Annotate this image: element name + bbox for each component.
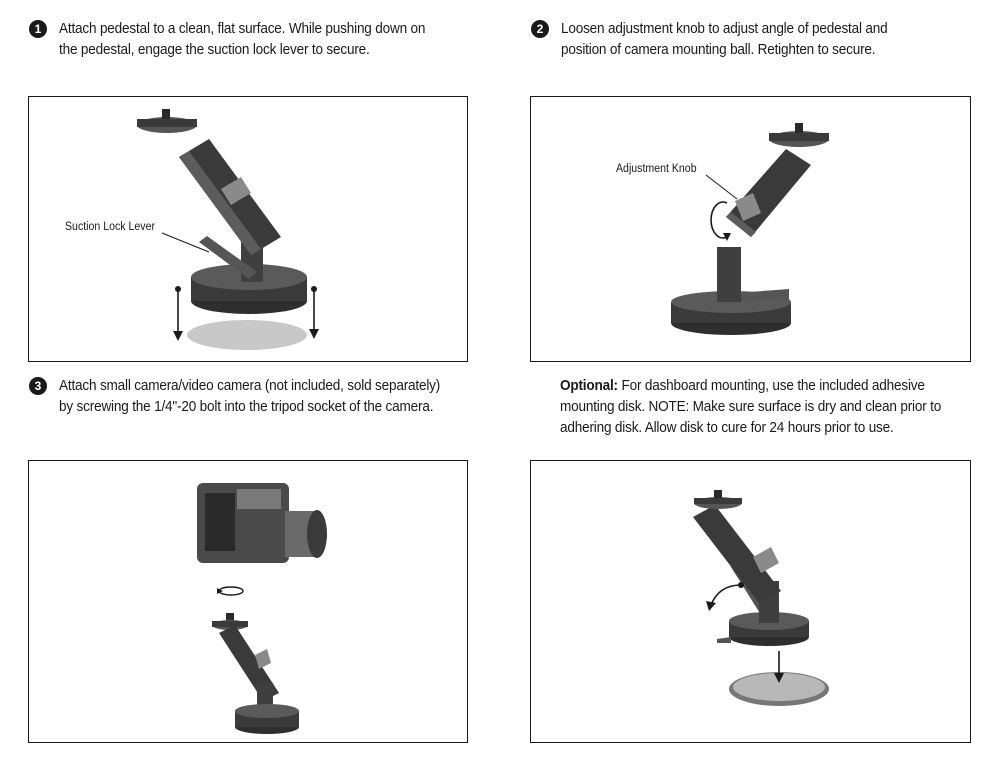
panel-step-3-illustration (28, 460, 468, 743)
step-2-number-badge: 2 (531, 20, 549, 38)
optional-adhesive-disk-illustration (693, 490, 829, 706)
step-2-line-1: Loosen adjustment knob to adjust angle o… (561, 21, 888, 37)
panel-optional-illustration (530, 460, 971, 743)
step-3-line-2: by screwing the 1/4"-20 bolt into the tr… (59, 399, 434, 415)
step-1-line-1: Attach pedestal to a clean, flat surface… (59, 21, 426, 37)
step-1-number-badge: 1 (29, 20, 47, 38)
optional-line-1-text: For dashboard mounting, use the included… (617, 378, 925, 394)
optional-label: Optional: (560, 378, 618, 394)
step-3-line-1: Attach small camera/video camera (not in… (59, 378, 441, 394)
optional-line-1: Optional: For dashboard mounting, use th… (560, 376, 969, 397)
step-3-number-badge: 3 (29, 377, 47, 395)
step-1-text: Attach pedestal to a clean, flat surface… (59, 19, 425, 61)
optional-line-3: adhering disk. Allow disk to cure for 24… (560, 420, 894, 436)
panel-step-2-illustration: Adjustment Knob (530, 96, 971, 362)
step-1-line-2: the pedestal, engage the suction lock le… (59, 42, 370, 58)
step-1-instruction: 1 Attach pedestal to a clean, flat surfa… (29, 19, 479, 63)
step-2-pedestal-illustration (671, 123, 829, 335)
step-2-instruction: 2 Loosen adjustment knob to adjust angle… (531, 19, 971, 63)
step-2-line-2: position of camera mounting ball. Retigh… (561, 42, 876, 58)
step-3-text: Attach small camera/video camera (not in… (59, 376, 440, 418)
panel-step-1-illustration: Suction Lock Lever (28, 96, 468, 362)
optional-instruction: Optional: For dashboard mounting, use th… (560, 376, 969, 439)
step-3-instruction: 3 Attach small camera/video camera (not … (29, 376, 489, 420)
optional-line-2: mounting disk. NOTE: Make sure surface i… (560, 399, 942, 415)
adjustment-knob-callout: Adjustment Knob (616, 163, 697, 175)
step-1-pedestal-illustration (137, 109, 319, 350)
step-3-camera-illustration (197, 483, 327, 734)
suction-lock-lever-callout: Suction Lock Lever (65, 221, 155, 233)
step-2-text: Loosen adjustment knob to adjust angle o… (561, 19, 888, 61)
